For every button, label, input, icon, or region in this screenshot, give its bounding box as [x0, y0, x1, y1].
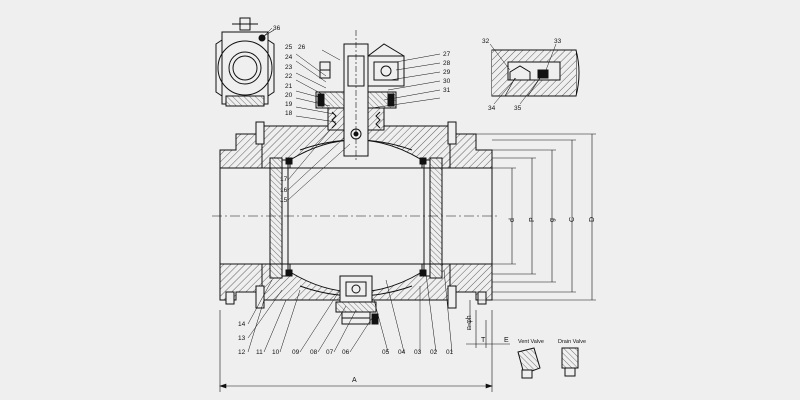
- dim-label-t: T: [481, 337, 486, 344]
- part-labels-left: 25 24 23 22 21 20 19 18 17 16 15 14 13 1…: [238, 44, 454, 356]
- part-label: 36: [273, 25, 281, 32]
- part-label: 01: [446, 349, 454, 356]
- part-label: 18: [285, 110, 293, 117]
- dimension-lines: [219, 133, 596, 392]
- leader-lines: [247, 27, 557, 353]
- dim-label-a: A: [352, 377, 357, 384]
- part-label: 05: [382, 349, 390, 356]
- drain-valve-icon: [561, 347, 579, 377]
- seat-detail-view: [491, 49, 580, 97]
- part-label: 29: [443, 69, 451, 76]
- part-label: 32: [482, 38, 490, 45]
- part-labels-right: 26 27 28 29 30 31: [298, 44, 451, 94]
- dim-label-c: C: [569, 217, 576, 222]
- dim-label-d-outer: D: [589, 217, 596, 222]
- part-label: 33: [554, 38, 562, 45]
- vent-valve-caption: Vent Valve: [518, 339, 544, 345]
- part-label: 06: [342, 349, 350, 356]
- part-label: 31: [443, 87, 451, 94]
- dim-label-d-small: d: [509, 218, 516, 222]
- part-label: 14: [238, 321, 246, 328]
- part-label: 25: [285, 44, 293, 51]
- stem-assembly: [315, 30, 405, 160]
- top-view: [215, 17, 275, 107]
- part-label: 20: [285, 92, 293, 99]
- part-label: 16: [280, 187, 288, 194]
- part-label: 24: [285, 54, 293, 61]
- part-label: 04: [398, 349, 406, 356]
- part-label: 03: [414, 349, 422, 356]
- part-labels-detail: 32 33 34 35: [482, 38, 562, 112]
- part-label: 10: [272, 349, 280, 356]
- part-label: 26: [298, 44, 306, 51]
- part-label: 22: [285, 73, 293, 80]
- dim-label-bolt-holes: n-φh: [466, 315, 473, 330]
- part-label: 27: [443, 51, 451, 58]
- part-label: 23: [285, 64, 293, 71]
- part-label: 12: [238, 349, 246, 356]
- part-label: 34: [488, 105, 496, 112]
- dim-label-e: E: [504, 337, 509, 344]
- dim-label-p: P: [529, 217, 536, 222]
- part-label: 11: [256, 349, 263, 356]
- part-label: 19: [285, 101, 293, 108]
- part-label: 21: [285, 83, 293, 90]
- part-label: 09: [292, 349, 300, 356]
- part-label: 15: [280, 197, 288, 204]
- vent-valve-icon: [517, 347, 541, 379]
- part-label: 13: [238, 335, 246, 342]
- part-label: 02: [430, 349, 438, 356]
- part-label: 08: [310, 349, 318, 356]
- part-label: 07: [326, 349, 334, 356]
- part-label: 35: [514, 105, 522, 112]
- dim-label-g: g: [549, 218, 556, 222]
- part-label: 28: [443, 60, 451, 67]
- part-label: 30: [443, 78, 451, 85]
- drain-valve-caption: Drain Valve: [558, 339, 586, 345]
- part-label: 17: [280, 176, 288, 183]
